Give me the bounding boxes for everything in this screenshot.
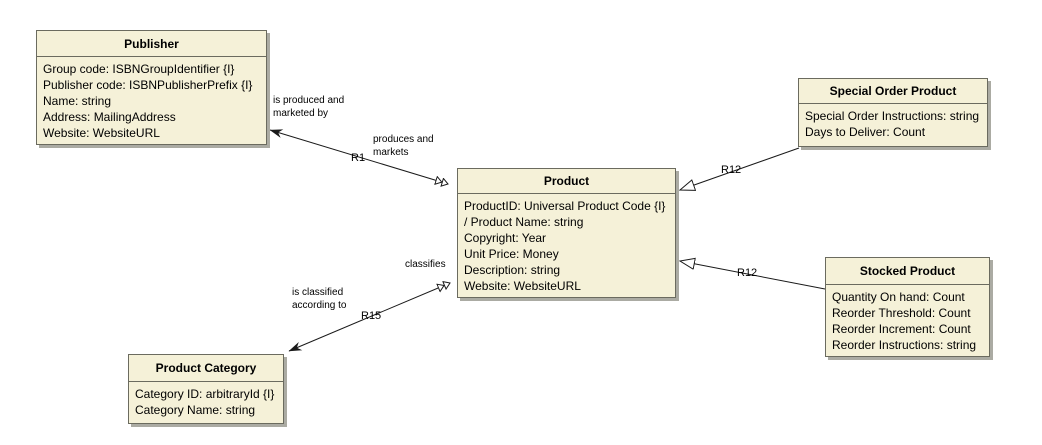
r15-role-at-category: is classified according to — [292, 287, 347, 311]
attribute: Copyright: Year — [464, 231, 547, 245]
attribute: Special Order Instructions: string — [805, 109, 980, 123]
attribute: Website: WebsiteURL — [43, 126, 160, 140]
attribute: ProductID: Universal Product Code {I} — [464, 199, 666, 213]
entity-product-category-title: Product Category — [129, 355, 283, 382]
attribute: Reorder Increment: Count — [832, 322, 971, 336]
attribute: / Product Name: string — [464, 215, 584, 229]
attribute: Website: WebsiteURL — [464, 279, 581, 293]
attribute: Group code: ISBNGroupIdentifier {I} — [43, 62, 235, 76]
attribute: Quantity On hand: Count — [832, 290, 965, 304]
entity-product-attributes: ProductID: Universal Product Code {I} / … — [458, 194, 675, 294]
entity-product-category[interactable]: Product Category Category ID: arbitraryI… — [128, 354, 284, 424]
entity-stocked-product-title: Stocked Product — [826, 258, 989, 285]
r1-role-at-product: produces and markets — [373, 134, 434, 158]
attribute: Publisher code: ISBNPublisherPrefix {I} — [43, 78, 253, 92]
entity-publisher-title: Publisher — [37, 31, 266, 57]
attribute: Category ID: arbitraryId {I} — [135, 387, 275, 401]
attribute: Address: MailingAddress — [43, 110, 176, 124]
r12-stocked-name: R12 — [737, 267, 758, 279]
r1-name: R1 — [351, 152, 366, 164]
attribute: Days to Deliver: Count — [805, 125, 926, 139]
r15-role-at-product: classifies — [405, 259, 446, 270]
attribute: Description: string — [464, 263, 561, 277]
entity-special-order-product[interactable]: Special Order Product Special Order Inst… — [798, 78, 988, 147]
entity-stocked-product[interactable]: Stocked Product Quantity On hand: Count … — [825, 257, 990, 357]
entity-special-order-product-attributes: Special Order Instructions: string Days … — [799, 104, 987, 140]
r15-name: R15 — [361, 310, 382, 322]
attribute: Name: string — [43, 94, 112, 108]
attribute: Unit Price: Money — [464, 247, 559, 261]
entity-product[interactable]: Product ProductID: Universal Product Cod… — [457, 168, 676, 298]
entity-product-category-attributes: Category ID: arbitraryId {I} Category Na… — [129, 382, 283, 418]
r1-role-at-publisher: is produced and marketed by — [273, 95, 345, 119]
entity-publisher[interactable]: Publisher Group code: ISBNGroupIdentifie… — [36, 30, 267, 145]
entity-special-order-product-title: Special Order Product — [799, 79, 987, 104]
attribute: Reorder Instructions: string — [832, 338, 977, 352]
attribute: Reorder Threshold: Count — [832, 306, 971, 320]
entity-publisher-attributes: Group code: ISBNGroupIdentifier {I} Publ… — [37, 57, 266, 141]
r12-special-order-name: R12 — [721, 164, 742, 176]
entity-product-title: Product — [458, 169, 675, 194]
attribute: Category Name: string — [135, 403, 256, 417]
entity-stocked-product-attributes: Quantity On hand: Count Reorder Threshol… — [826, 285, 989, 353]
